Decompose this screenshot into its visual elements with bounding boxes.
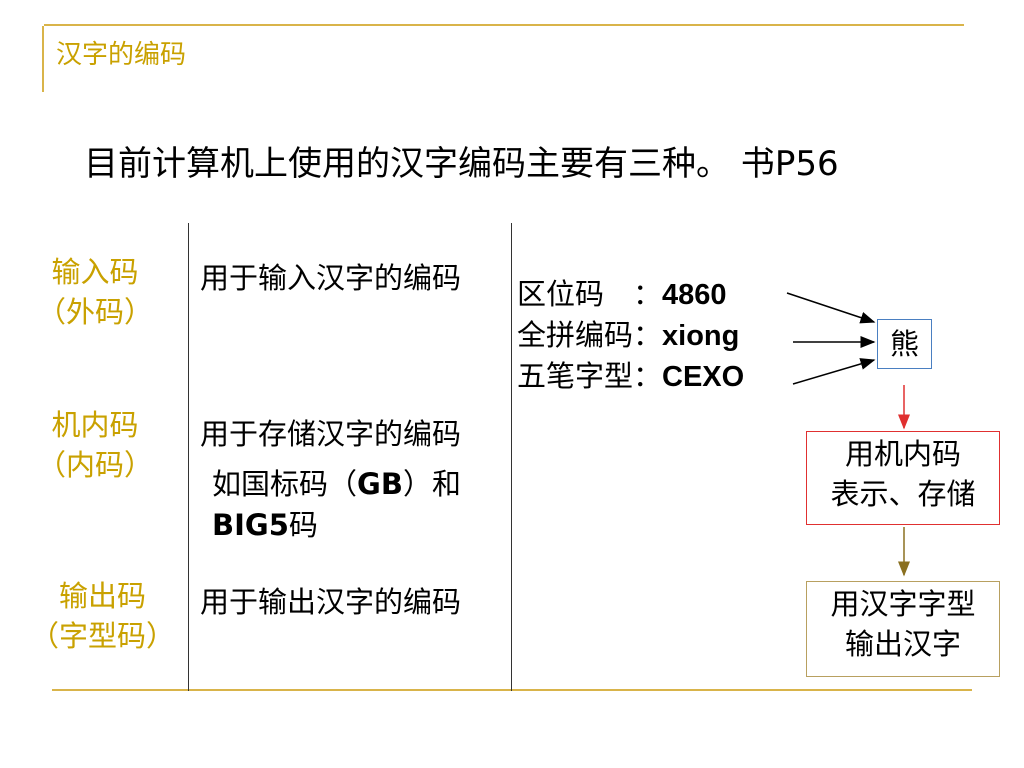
code-value: 4860 xyxy=(662,279,727,311)
example-big5: BIG5 xyxy=(212,508,289,542)
arrow-quwei xyxy=(786,292,876,324)
desc-internal-example: 如国标码（GB）和 xyxy=(212,467,461,501)
category-internal-code: 机内码 （内码） xyxy=(30,405,160,485)
category-alt-name: （内码） xyxy=(36,448,153,482)
category-name: 机内码 xyxy=(51,408,139,442)
desc-internal-code: 用于存储汉字的编码 xyxy=(200,417,462,451)
code-pinyin: 全拼编码：xiong xyxy=(517,318,740,352)
subtitle-page-ref: P56 xyxy=(774,144,839,184)
arrow-wubi xyxy=(792,358,876,385)
bottom-rule xyxy=(52,689,972,691)
category-alt-name: （字型码） xyxy=(29,619,175,653)
column-divider-1 xyxy=(188,223,189,691)
example-gb: GB xyxy=(357,467,403,501)
code-value: CEXO xyxy=(662,361,745,393)
category-output-code: 输出码 （字型码） xyxy=(20,576,185,656)
left-rule xyxy=(42,26,44,92)
subtitle-text: 目前计算机上使用的汉字编码主要有三种。 书 xyxy=(84,144,775,184)
slide-title: 汉字的编码 xyxy=(56,40,187,70)
internal-code-box: 用机内码 表示、存储 xyxy=(806,431,1000,525)
code-value: xiong xyxy=(662,320,740,352)
category-name: 输出码 xyxy=(58,579,146,613)
category-alt-name: （外码） xyxy=(36,295,153,329)
code-quwei: 区位码 ：4860 xyxy=(517,277,727,311)
output-code-box: 用汉字字型 输出汉字 xyxy=(806,581,1000,677)
category-name: 输入码 xyxy=(51,255,139,289)
column-divider-2 xyxy=(511,223,512,691)
desc-input-code: 用于输入汉字的编码 xyxy=(200,261,462,295)
code-wubi: 五笔字型：CEXO xyxy=(517,359,745,393)
category-input-code: 输入码 （外码） xyxy=(30,252,160,332)
char-box: 熊 xyxy=(877,319,932,369)
slide-subtitle: 目前计算机上使用的汉字编码主要有三种。 书P56 xyxy=(84,136,839,185)
top-rule xyxy=(44,24,964,26)
desc-output-code: 用于输出汉字的编码 xyxy=(200,585,462,619)
desc-internal-example-2: BIG5码 xyxy=(212,508,318,542)
